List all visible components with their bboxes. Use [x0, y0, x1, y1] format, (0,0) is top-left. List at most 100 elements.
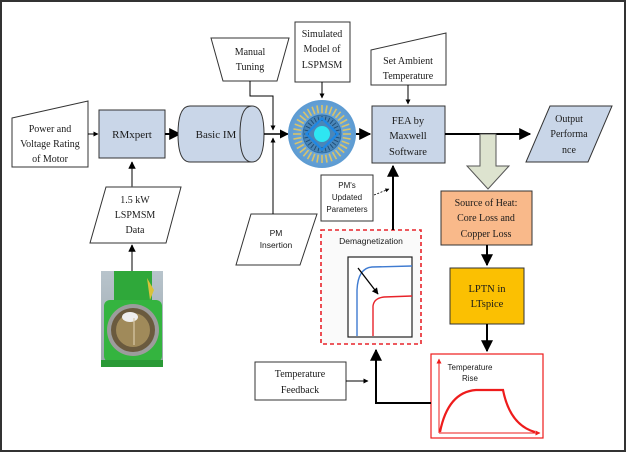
rotor-bar	[331, 122, 337, 127]
stator-slot	[339, 118, 348, 125]
node-label-line: Copper Loss	[461, 229, 512, 240]
node-label-line: Temperature	[275, 369, 326, 380]
stator-slot	[341, 123, 350, 128]
stator-slot	[299, 146, 307, 154]
rotor-bar	[327, 145, 331, 151]
rotor-bar	[333, 125, 339, 129]
stator-slot	[328, 153, 333, 162]
demagnetization-title: Demagnetization	[339, 236, 403, 246]
node-label-line: Updated	[332, 193, 362, 202]
temperature-feedback-node: Temperature Feedback	[254, 361, 347, 401]
node-label-line: Tuning	[236, 62, 265, 73]
node-label-line: Set Ambient	[383, 56, 433, 67]
stator-slot	[328, 106, 333, 115]
pm-updated-parameters-node: PM's Updated Parameters	[320, 174, 374, 222]
node-label-line: LTspice	[471, 299, 504, 310]
node-label-line: Maxwell	[389, 131, 426, 142]
node-label-line: LSPMSM	[302, 60, 343, 71]
set-ambient-temperature-node: Set Ambient Temperature	[370, 32, 447, 86]
fea-maxwell-node: FEA by Maxwell Software	[371, 105, 446, 164]
motor-photo-image	[101, 271, 163, 367]
rotor-bar	[310, 143, 315, 149]
stator-slot	[331, 108, 338, 117]
stator-slot	[339, 143, 348, 150]
simulated-model-node: Simulated Model of LSPMSM	[294, 21, 351, 83]
node-label-line: Output	[555, 114, 583, 125]
basic-im-node: Basic IM	[177, 105, 265, 163]
node-label-line: Insertion	[260, 240, 293, 250]
node-label-line: Feedback	[281, 385, 319, 396]
node-label-line: Model of	[304, 44, 342, 55]
rotor-bar	[305, 125, 311, 129]
lspmsm-data-node: 1.5 kW LSPMSM Data	[89, 186, 182, 244]
node-label-line: Simulated	[302, 29, 343, 40]
stator-slot	[331, 151, 338, 160]
stator-slots	[293, 105, 351, 163]
stator-slot	[342, 136, 351, 140]
rmxpert-node: RMxpert	[98, 109, 166, 159]
rotor-bar	[305, 139, 311, 143]
stator-slot	[337, 146, 345, 154]
stator-slot	[341, 140, 350, 145]
node-label-line: Data	[126, 225, 145, 236]
rotor-bar	[333, 139, 339, 143]
rotor-bar	[331, 141, 337, 146]
big-down-arrow-icon	[465, 133, 511, 190]
degradation-arrow-icon	[357, 267, 379, 295]
demagnetization-node: Demagnetization	[320, 229, 422, 345]
node-label-line: Voltage Rating	[20, 139, 80, 150]
node-label-line: PM	[270, 228, 283, 238]
edge-temp-rise-to-demag	[370, 348, 431, 404]
temperature-rise-node: Temperature Rise	[430, 353, 544, 439]
rotor-bar	[313, 145, 317, 151]
stator-slot	[342, 128, 351, 132]
stator-slot	[294, 140, 303, 145]
stator-slot	[306, 108, 313, 117]
stator-slot	[316, 154, 320, 163]
node-label-line: of Motor	[32, 154, 69, 165]
lptn-node: LPTN in LTspice	[449, 267, 525, 325]
node-label-line: Basic IM	[196, 129, 237, 141]
rotor-bar	[307, 122, 313, 127]
node-label-line: nce	[562, 145, 576, 156]
node-label-line: 1.5 kW	[120, 195, 150, 206]
rotor-bar	[327, 117, 331, 123]
stator-slot	[316, 105, 320, 114]
output-performance-node: Output Performa nce	[525, 105, 613, 163]
stator-slot	[302, 111, 310, 119]
rotor-bar	[329, 143, 334, 149]
stator-slot	[306, 151, 313, 160]
node-label-line: Temperature	[383, 71, 434, 82]
edge-manual-tuning-to-junction	[249, 81, 276, 131]
temp-rise-curve	[438, 388, 536, 434]
stator-slot	[299, 114, 307, 122]
rotor-bars	[304, 116, 340, 152]
stator-slot	[293, 128, 302, 132]
rotor-bar	[307, 141, 313, 146]
rotor-bar	[310, 119, 315, 125]
stator-slot	[337, 114, 345, 122]
stator-slot	[302, 149, 310, 157]
node-label-line: Manual	[235, 47, 266, 58]
node-label-line: Software	[389, 147, 427, 158]
stator-slot	[334, 111, 342, 119]
rotor-bar	[313, 117, 317, 123]
node-label-line: RMxpert	[112, 129, 152, 141]
stator-slot	[324, 105, 328, 114]
node-label-line: Performa	[550, 129, 588, 140]
pm-insertion-node: PM Insertion	[235, 213, 318, 266]
node-label-line: Rise	[462, 374, 479, 383]
stator-slot	[296, 143, 305, 150]
manual-tuning-node: Manual Tuning	[210, 37, 290, 82]
stator-slot	[324, 154, 328, 163]
node-label-line: FEA by	[392, 116, 425, 127]
node-label-line: Parameters	[326, 205, 367, 214]
node-label-line: Power and	[29, 124, 72, 135]
node-label-line: Source of Heat:	[455, 198, 518, 209]
motor-cross-section-image	[288, 100, 356, 168]
rotor-bar	[329, 119, 334, 125]
stator-slot	[334, 149, 342, 157]
stator-slot	[311, 106, 316, 115]
